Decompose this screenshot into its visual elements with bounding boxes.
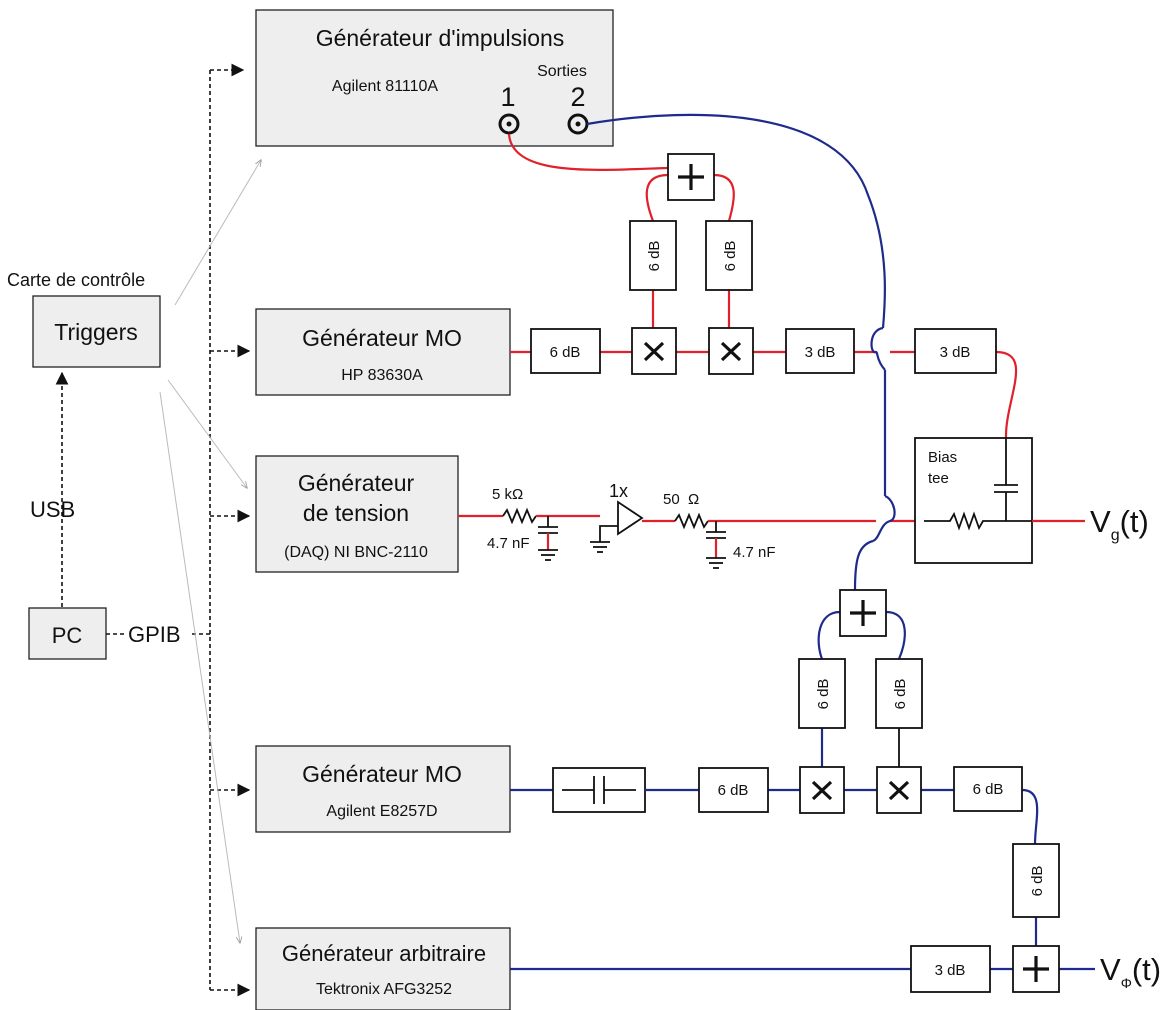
resistor-5k-label: 5 kΩ xyxy=(492,486,523,503)
blue-combiner-to-left-att xyxy=(817,610,841,660)
vg-label: Vg(t) xyxy=(1090,504,1149,544)
mo-generator-2-box xyxy=(255,745,511,833)
svg-text:3 dB: 3 dB xyxy=(935,962,966,979)
pulse-generator-model: Agilent 81110A xyxy=(332,78,438,95)
svg-text:6 dB: 6 dB xyxy=(1029,866,1046,897)
att-red-mid xyxy=(785,328,855,374)
svg-text:6 dB: 6 dB xyxy=(646,241,663,272)
resistor-50 xyxy=(674,512,709,530)
control-card-label: Carte de contrôle xyxy=(7,270,145,290)
trigger-to-arb-gen xyxy=(159,391,240,943)
svg-text:6 dB: 6 dB xyxy=(815,679,832,710)
blue-to-down-att xyxy=(1021,788,1039,845)
voltage-generator-box xyxy=(255,455,459,573)
pc-box xyxy=(28,607,107,660)
red-to-bias-tee xyxy=(995,350,1018,439)
bias-tee-label-1: Bias xyxy=(928,449,957,466)
trigger-to-pulse-gen xyxy=(174,160,261,306)
outputs-label: Sorties xyxy=(537,63,587,80)
svg-text:6 dB: 6 dB xyxy=(550,344,581,361)
arb-generator-model: Tektronix AFG3252 xyxy=(316,981,452,998)
voltage-generator-title-1: Générateur xyxy=(298,470,415,496)
red-output-1-cable xyxy=(507,133,669,171)
mo-generator-2-title: Générateur MO xyxy=(302,761,462,787)
att-red-vertical-left xyxy=(629,220,677,291)
bias-tee-label-2: tee xyxy=(928,470,949,487)
capacitor-1-label: 4.7 nF xyxy=(487,535,530,552)
buffer-amplifier xyxy=(617,500,644,536)
mixer-red-left xyxy=(631,327,677,375)
pulse-generator-box xyxy=(255,9,614,147)
blue-crossover-red-2 xyxy=(872,494,896,543)
blue-output-2-cable xyxy=(586,113,886,329)
svg-text:6 dB: 6 dB xyxy=(718,782,749,799)
svg-text:3 dB: 3 dB xyxy=(940,344,971,361)
att-blue-down xyxy=(1012,843,1060,918)
arb-generator-box xyxy=(255,927,511,1010)
att-blue-vertical-left xyxy=(798,658,846,729)
mixer-blue-right xyxy=(876,766,922,814)
vphi-label: VΦ(t) xyxy=(1100,952,1161,991)
mo-generator-1-title: Générateur MO xyxy=(302,325,462,351)
pc-label: PC xyxy=(52,623,83,648)
arb-generator-title: Générateur arbitraire xyxy=(282,941,486,966)
svg-text:6 dB: 6 dB xyxy=(892,679,909,710)
output-1-label: 1 xyxy=(500,82,515,112)
mo-generator-1-box xyxy=(255,308,511,396)
red-combiner-to-left-att xyxy=(645,173,669,222)
gpib-label: GPIB xyxy=(128,622,181,647)
att-red-main xyxy=(530,328,601,374)
voltage-generator-model: (DAQ) NI BNC-2110 xyxy=(284,544,428,561)
output-2-label: 2 xyxy=(570,82,585,112)
resistor-50-label: 50 Ω xyxy=(663,491,699,508)
svg-text:6 dB: 6 dB xyxy=(973,781,1004,798)
svg-text:3 dB: 3 dB xyxy=(805,344,836,361)
blue-crossover-red xyxy=(870,326,886,371)
pulse-generator-title: Générateur d'impulsions xyxy=(316,25,565,51)
att-blue-end xyxy=(953,766,1023,812)
triggers-box xyxy=(32,295,161,368)
att-red-end xyxy=(914,328,997,374)
trigger-to-voltage-gen xyxy=(167,379,247,488)
capacitor-2-label: 4.7 nF xyxy=(733,544,776,561)
svg-text:6 dB: 6 dB xyxy=(722,241,739,272)
output-1-connector xyxy=(498,113,520,135)
voltage-generator-title-2: de tension xyxy=(303,500,409,526)
att-red-vertical-right xyxy=(705,220,753,291)
blue-combiner-to-right-att xyxy=(885,610,906,660)
red-combiner-to-right-att xyxy=(713,173,735,222)
bias-tee-inductor xyxy=(924,511,1032,531)
triggers-label: Triggers xyxy=(54,319,138,345)
bias-tee-box xyxy=(914,437,1033,564)
att-blue-main xyxy=(698,767,769,813)
att-blue-final xyxy=(910,945,991,993)
usb-label: USB xyxy=(30,497,75,522)
mo-generator-1-model: HP 83630A xyxy=(341,367,423,384)
mo-generator-2-model: Agilent E8257D xyxy=(326,803,437,820)
att-blue-vertical-right xyxy=(875,658,923,729)
resistor-5k xyxy=(502,507,537,525)
buffer-label: 1x xyxy=(609,481,628,501)
